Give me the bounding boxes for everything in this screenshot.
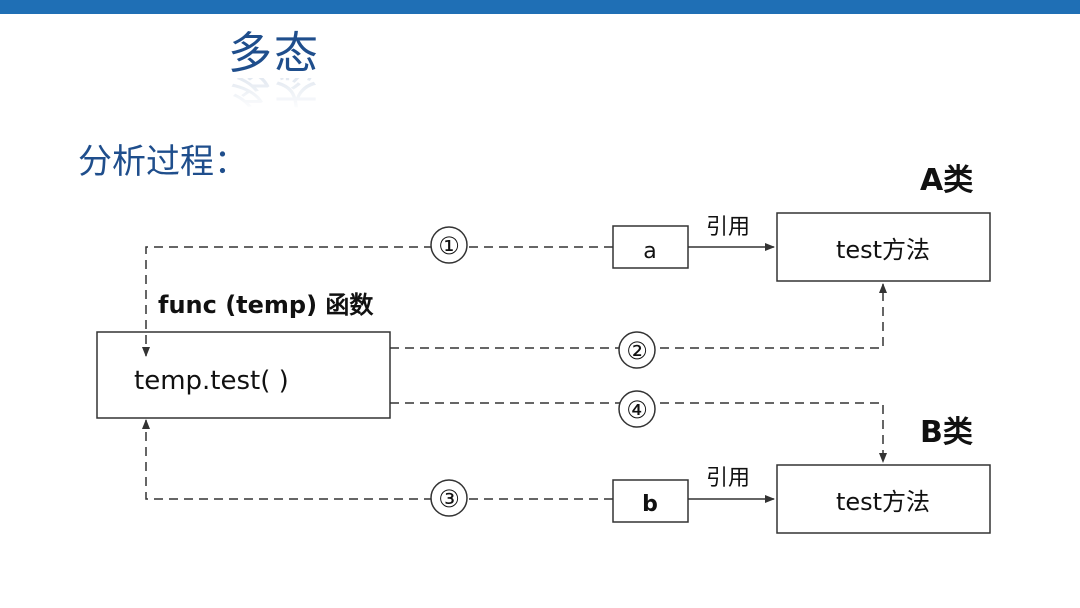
step-2-circle	[618, 331, 656, 369]
class-a-method-label: test方法	[836, 236, 930, 264]
function-box	[96, 331, 391, 419]
step-4-label: ④	[626, 396, 648, 424]
step-4-circle	[618, 390, 656, 428]
ref-b-label: b	[642, 492, 658, 517]
function-call-label: temp.test( )	[134, 366, 289, 396]
slide-title: 多态	[228, 28, 320, 79]
class-b-method-label: test方法	[836, 488, 930, 516]
step-3-label: ③	[438, 485, 460, 513]
step-2-label: ②	[626, 337, 648, 365]
subtitle: 分析过程：	[78, 142, 248, 182]
step-3-path	[142, 419, 613, 500]
class-b-label: B类	[920, 415, 973, 450]
ref-a-arrow-label: 引用	[706, 215, 750, 240]
step-3-circle	[430, 479, 468, 517]
function-label: func (temp) 函数	[158, 291, 374, 319]
ref-b-arrow-label: 引用	[706, 466, 750, 491]
step-1-circle	[430, 226, 468, 264]
ref-b-box	[612, 479, 689, 523]
top-accent-bar	[0, 0, 1080, 14]
class-b-method-box	[776, 464, 991, 534]
step-1-label: ①	[438, 232, 460, 260]
ref-a-label: a	[643, 239, 656, 264]
step-4-path	[390, 402, 887, 463]
class-a-method-box	[776, 212, 991, 282]
ref-a-box	[612, 225, 689, 269]
class-a-label: A类	[920, 163, 973, 198]
